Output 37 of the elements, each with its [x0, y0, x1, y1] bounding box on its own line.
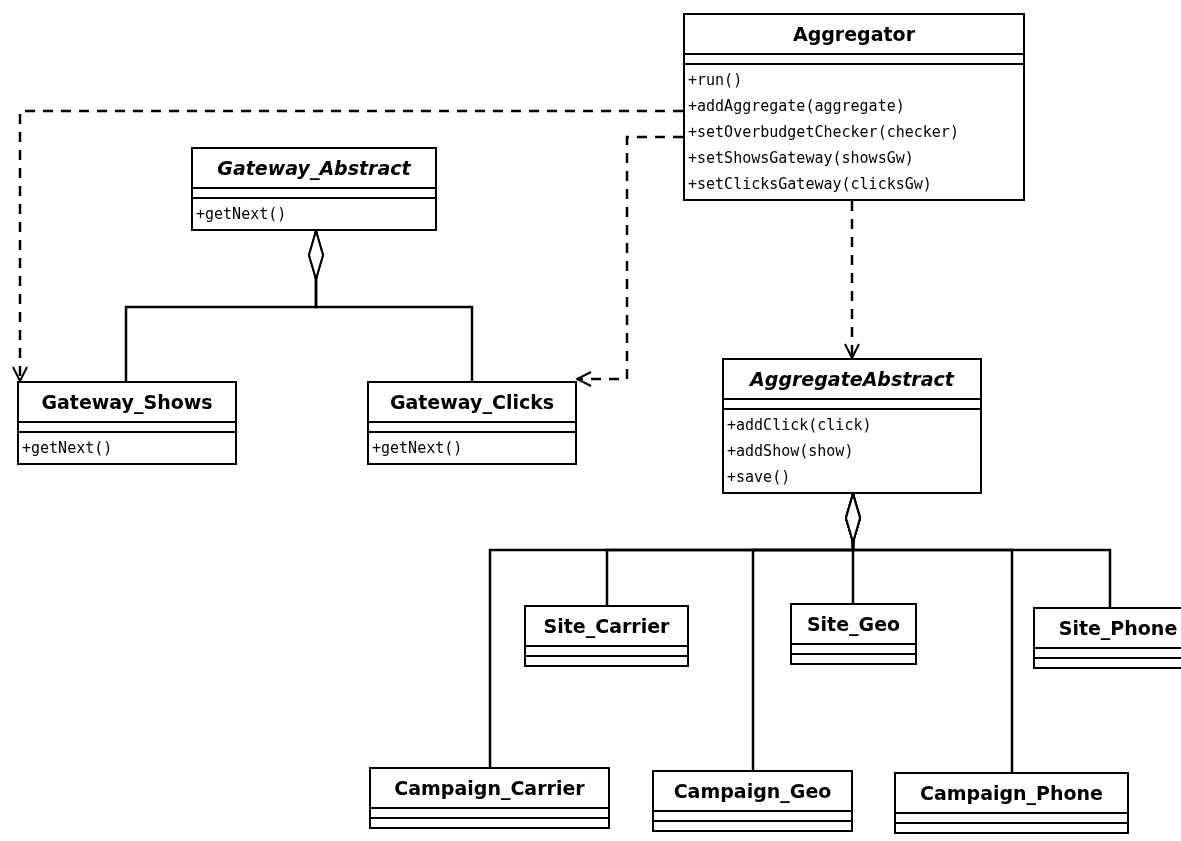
method-text: +getNext()	[22, 438, 113, 459]
method-text: +setOverbudgetChecker(checker)	[688, 122, 959, 143]
class-box	[367, 381, 577, 465]
class-name: Site_Geo	[806, 614, 901, 634]
class-box	[191, 147, 437, 231]
class-name: Gateway_Shows	[41, 392, 213, 412]
class-box	[524, 605, 689, 667]
class-name: AggregateAbstract	[750, 369, 954, 389]
dependency-arrow	[844, 201, 860, 359]
method-text: +addClick(click)	[727, 415, 872, 436]
class-box	[369, 767, 610, 829]
class-name: Site_Phone	[1058, 618, 1178, 638]
class-box	[683, 13, 1025, 201]
method-text: +getNext()	[196, 204, 287, 225]
class-name: Gateway_Abstract	[217, 158, 411, 178]
method-text: +getNext()	[372, 438, 463, 459]
method-text: +setShowsGateway(showsGw)	[688, 148, 914, 169]
class-name: Site_Carrier	[543, 616, 670, 636]
class-name: Aggregator	[792, 24, 916, 44]
class-name: Campaign_Geo	[673, 781, 832, 801]
aggregation-line	[308, 230, 474, 381]
method-text: +setClicksGateway(clicksGw)	[688, 174, 932, 195]
class-box	[722, 358, 982, 494]
method-text: +addShow(show)	[727, 441, 854, 462]
class-name: Campaign_Phone	[919, 783, 1103, 803]
class-box	[790, 603, 917, 665]
class-name: Gateway_Clicks	[389, 392, 555, 412]
class-name: Campaign_Carrier	[394, 778, 585, 798]
class-box	[1033, 607, 1181, 669]
method-text: +run()	[688, 70, 743, 91]
dependency-arrow	[12, 109, 683, 382]
class-box	[652, 770, 853, 832]
class-box	[894, 772, 1129, 834]
class-box	[17, 381, 237, 465]
method-text: +save()	[727, 467, 791, 488]
dependency-arrow	[576, 135, 683, 387]
method-text: +addAggregate(aggregate)	[688, 96, 905, 117]
